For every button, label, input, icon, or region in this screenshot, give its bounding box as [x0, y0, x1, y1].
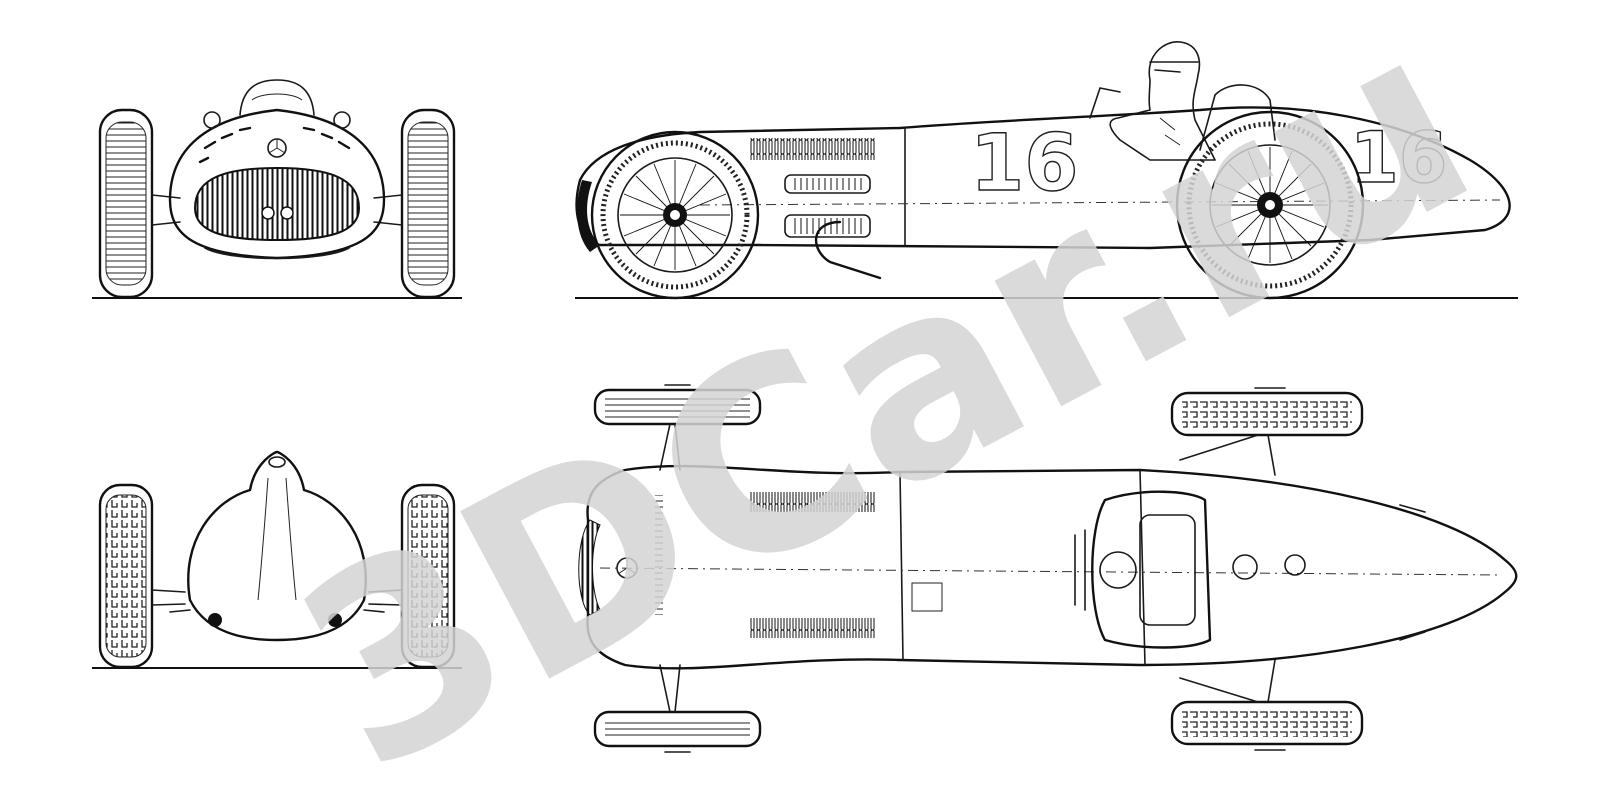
rear-left-tyre	[98, 483, 154, 669]
top-rear-right-tyre	[1170, 700, 1364, 746]
front-left-tyre	[98, 108, 154, 299]
side-rear-wheel	[1175, 110, 1365, 300]
side-front-wheel	[590, 130, 760, 300]
rear-right-tyre	[400, 483, 456, 669]
front-right-tyre	[400, 108, 456, 299]
top-front-left-tyre	[593, 388, 762, 426]
top-view	[578, 384, 1518, 753]
star-emblem	[267, 138, 287, 158]
front-grille	[193, 166, 361, 242]
top-front-right-tyre	[593, 710, 762, 748]
front-windscreen	[239, 79, 315, 116]
rear-view	[92, 450, 462, 669]
top-body	[586, 464, 1518, 670]
rear-body	[187, 450, 367, 642]
car-number: 16	[970, 119, 1079, 209]
side-view: 16 16	[575, 41, 1518, 300]
front-view	[92, 79, 462, 299]
side-body	[575, 106, 1511, 250]
car-number-tail: 16	[1350, 117, 1447, 199]
top-cockpit	[1091, 490, 1212, 649]
driver-figure	[1109, 41, 1216, 161]
top-rear-left-tyre	[1170, 391, 1364, 437]
